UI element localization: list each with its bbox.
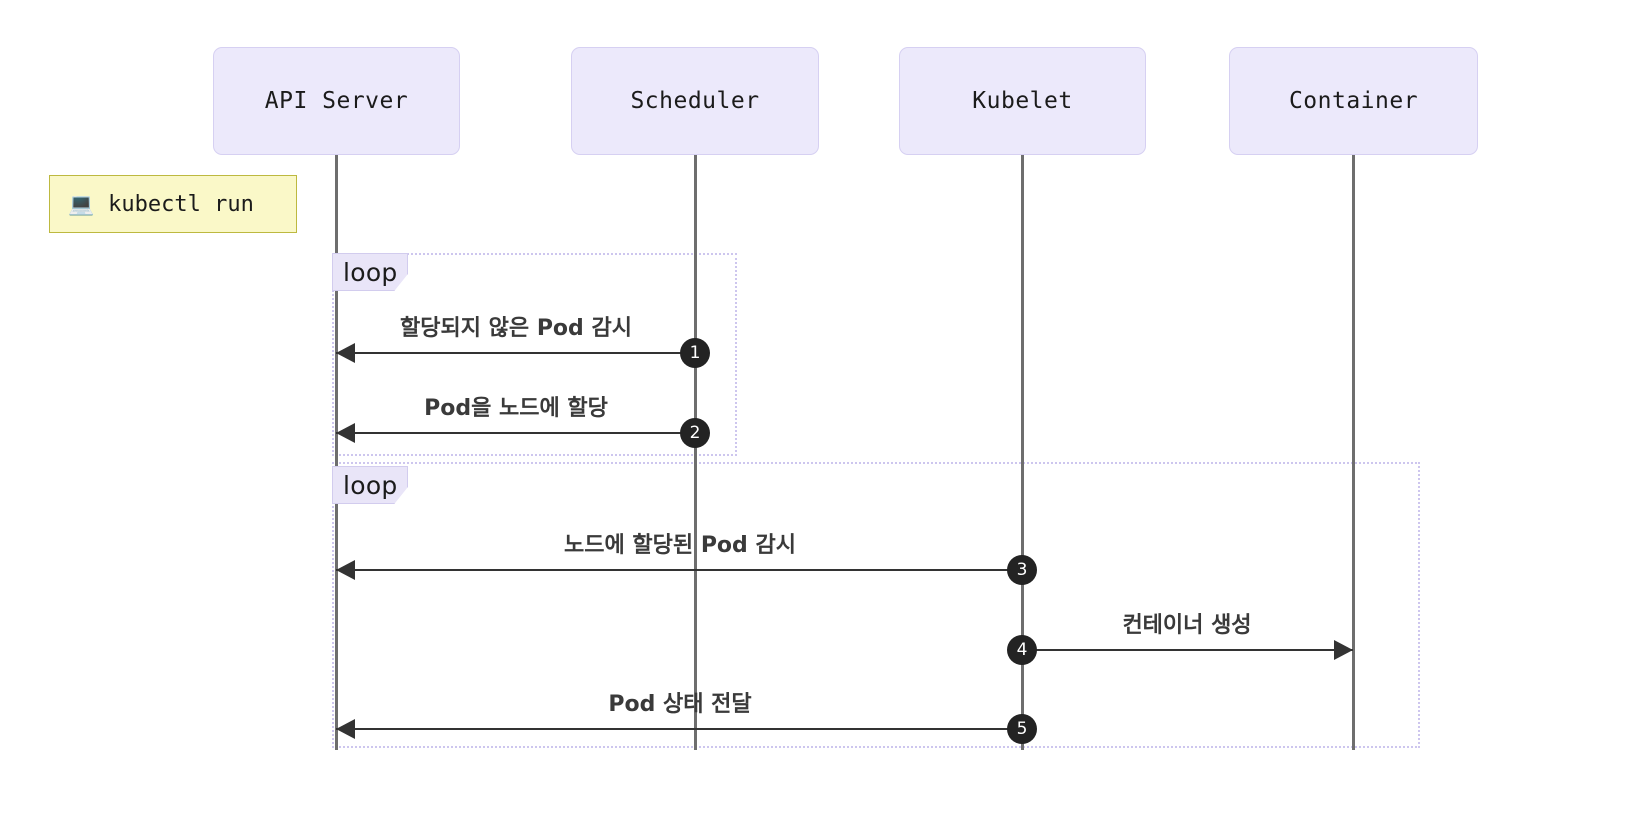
participant-label-api-server: API Server [264, 88, 409, 114]
message-label-5: Pod 상태 전달 [608, 692, 752, 717]
message-line-3 [336, 568, 1022, 572]
loop-scheduler-label: loop [332, 253, 408, 291]
lifeline-kubelet [1020, 155, 1024, 750]
message-label-1: 할당되지 않은 Pod 감시 [400, 316, 632, 341]
sequence-badge-4: 4 [1007, 635, 1037, 665]
sequence-badge-1: 1 [680, 338, 710, 368]
message-label-4: 컨테이너 생성 [1122, 613, 1252, 638]
participant-api-server[interactable]: API Server [213, 47, 460, 155]
participant-label-kubelet: Kubelet [972, 88, 1073, 114]
arrow-head-3 [336, 560, 355, 580]
lifeline-container [1351, 155, 1355, 750]
arrow-head-2 [336, 423, 355, 443]
laptop-icon: 💻 [68, 191, 95, 216]
participant-scheduler[interactable]: Scheduler [571, 47, 819, 155]
sequence-badge-3: 3 [1007, 555, 1037, 585]
sequence-badge-5: 5 [1007, 714, 1037, 744]
message-line-1 [336, 351, 695, 355]
participant-kubelet[interactable]: Kubelet [899, 47, 1146, 155]
lifeline-scheduler [693, 155, 697, 750]
lifeline-api-server [334, 155, 338, 750]
arrow-head-1 [336, 343, 355, 363]
note-text: kubectl run [108, 191, 254, 217]
message-line-4 [1022, 648, 1353, 652]
arrow-head-5 [336, 719, 355, 739]
message-label-3: 노드에 할당된 Pod 감시 [564, 533, 796, 558]
arrow-head-4 [1334, 640, 1353, 660]
participant-container[interactable]: Container [1229, 47, 1478, 155]
loop-kubelet-frame [332, 462, 1420, 748]
message-line-5 [336, 727, 1022, 731]
loop-kubelet-label: loop [332, 466, 408, 504]
participant-label-scheduler: Scheduler [630, 88, 760, 114]
sequence-badge-2: 2 [680, 418, 710, 448]
message-label-2: Pod을 노드에 할당 [424, 396, 608, 421]
message-line-2 [336, 431, 695, 435]
participant-label-container: Container [1288, 88, 1419, 114]
note-kubectl-run: 💻 kubectl run [49, 175, 297, 233]
